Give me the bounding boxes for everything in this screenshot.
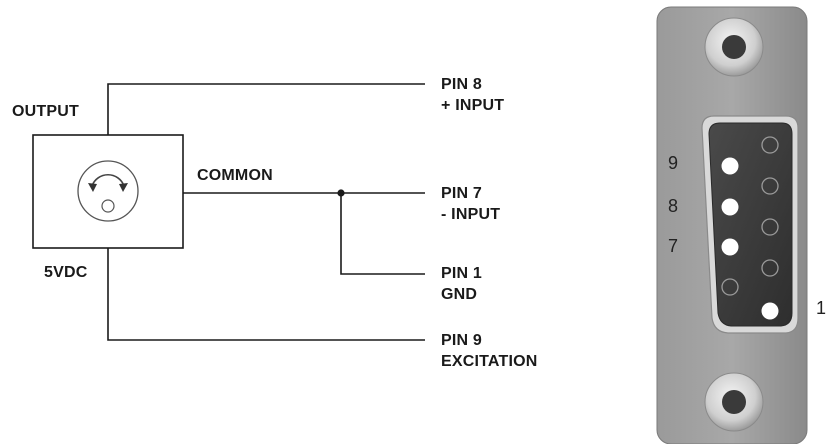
- pin-empty: [761, 259, 779, 277]
- pin-number: PIN 8: [441, 76, 483, 93]
- pin-signal: EXCITATION: [441, 353, 538, 370]
- mounting-hole-icon: [704, 17, 764, 77]
- pin1-label: PIN 1 GND: [441, 263, 482, 305]
- wire-output-pin8: [107, 83, 425, 135]
- pin8-label: PIN 8 + INPUT: [441, 74, 504, 116]
- sensor-box: [32, 134, 184, 249]
- wire-common-pin1: [340, 193, 425, 275]
- pin-empty: [761, 177, 779, 195]
- pin-number: PIN 7: [441, 185, 483, 202]
- pin-signal: - INPUT: [441, 206, 501, 223]
- pin9-label: PIN 9 EXCITATION: [441, 330, 538, 372]
- mounting-hole-icon: [704, 372, 764, 432]
- pin-8: [721, 198, 739, 216]
- pin-number-9: 9: [668, 153, 679, 173]
- common-label: COMMON: [197, 167, 273, 184]
- pin-number-7: 7: [668, 236, 679, 256]
- d-shell-insert: [708, 122, 793, 327]
- pin-empty: [761, 218, 779, 236]
- pin-empty: [721, 278, 739, 296]
- wire-supply-pin9: [107, 248, 425, 341]
- pin-1: [761, 302, 779, 320]
- wires: [107, 83, 425, 341]
- pin-7: [721, 238, 739, 256]
- output-label: OUTPUT: [12, 103, 79, 120]
- rotary-arrow-icon: [77, 160, 139, 222]
- pin-number: PIN 1: [441, 265, 483, 282]
- pin-number-8: 8: [668, 196, 679, 216]
- pin-empty: [761, 136, 779, 154]
- supply-label: 5VDC: [44, 264, 88, 281]
- pin-signal: + INPUT: [441, 97, 505, 114]
- pin7-label: PIN 7 - INPUT: [441, 183, 500, 225]
- junction-dot: [337, 189, 345, 197]
- pin-number: PIN 9: [441, 332, 483, 349]
- pin-9: [721, 157, 739, 175]
- pin-signal: GND: [441, 286, 478, 303]
- pin-number-1: 1: [816, 298, 827, 318]
- db9-connector: [656, 6, 808, 444]
